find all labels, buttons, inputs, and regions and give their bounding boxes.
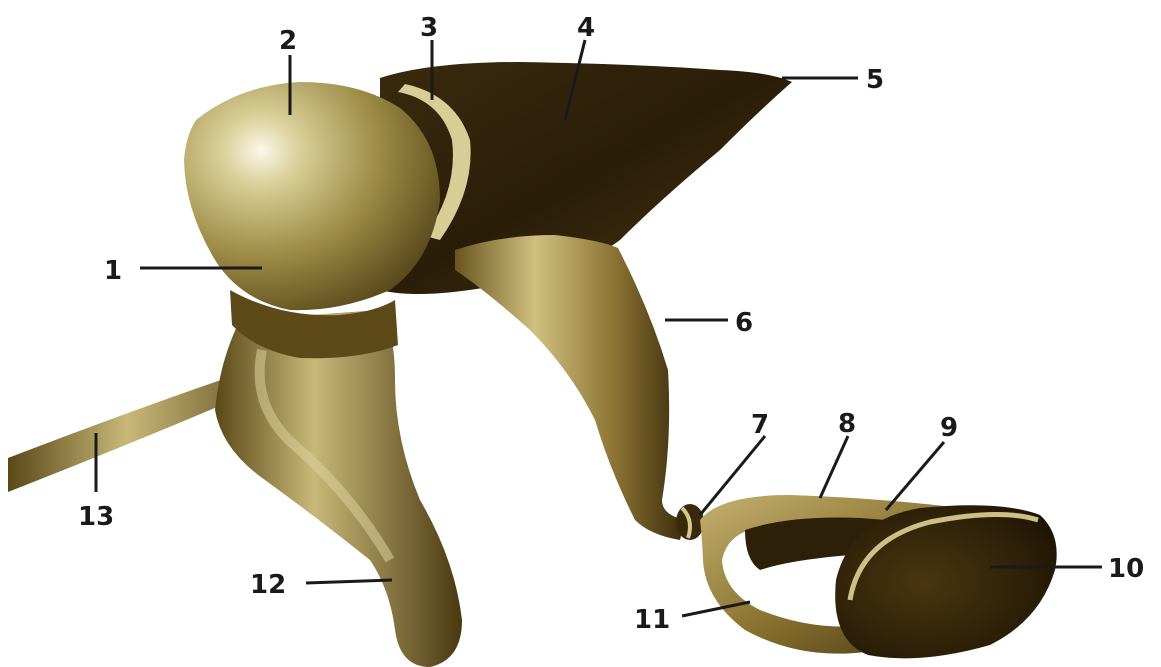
leader-12	[306, 580, 392, 583]
incus-long-process	[455, 235, 685, 540]
label-4: 4	[577, 13, 595, 43]
leader-9	[886, 442, 944, 510]
label-1: 1	[104, 256, 122, 286]
label-11: 11	[634, 605, 670, 635]
leader-8	[820, 436, 848, 498]
label-10: 10	[1108, 554, 1144, 584]
label-8: 8	[838, 409, 856, 439]
label-3: 3	[420, 13, 438, 43]
malleus-head	[184, 82, 440, 310]
label-7: 7	[751, 410, 769, 440]
label-13: 13	[78, 502, 114, 532]
label-5: 5	[866, 65, 884, 95]
label-12: 12	[250, 570, 286, 600]
label-9: 9	[940, 413, 958, 443]
label-6: 6	[735, 308, 753, 338]
label-2: 2	[279, 26, 297, 56]
